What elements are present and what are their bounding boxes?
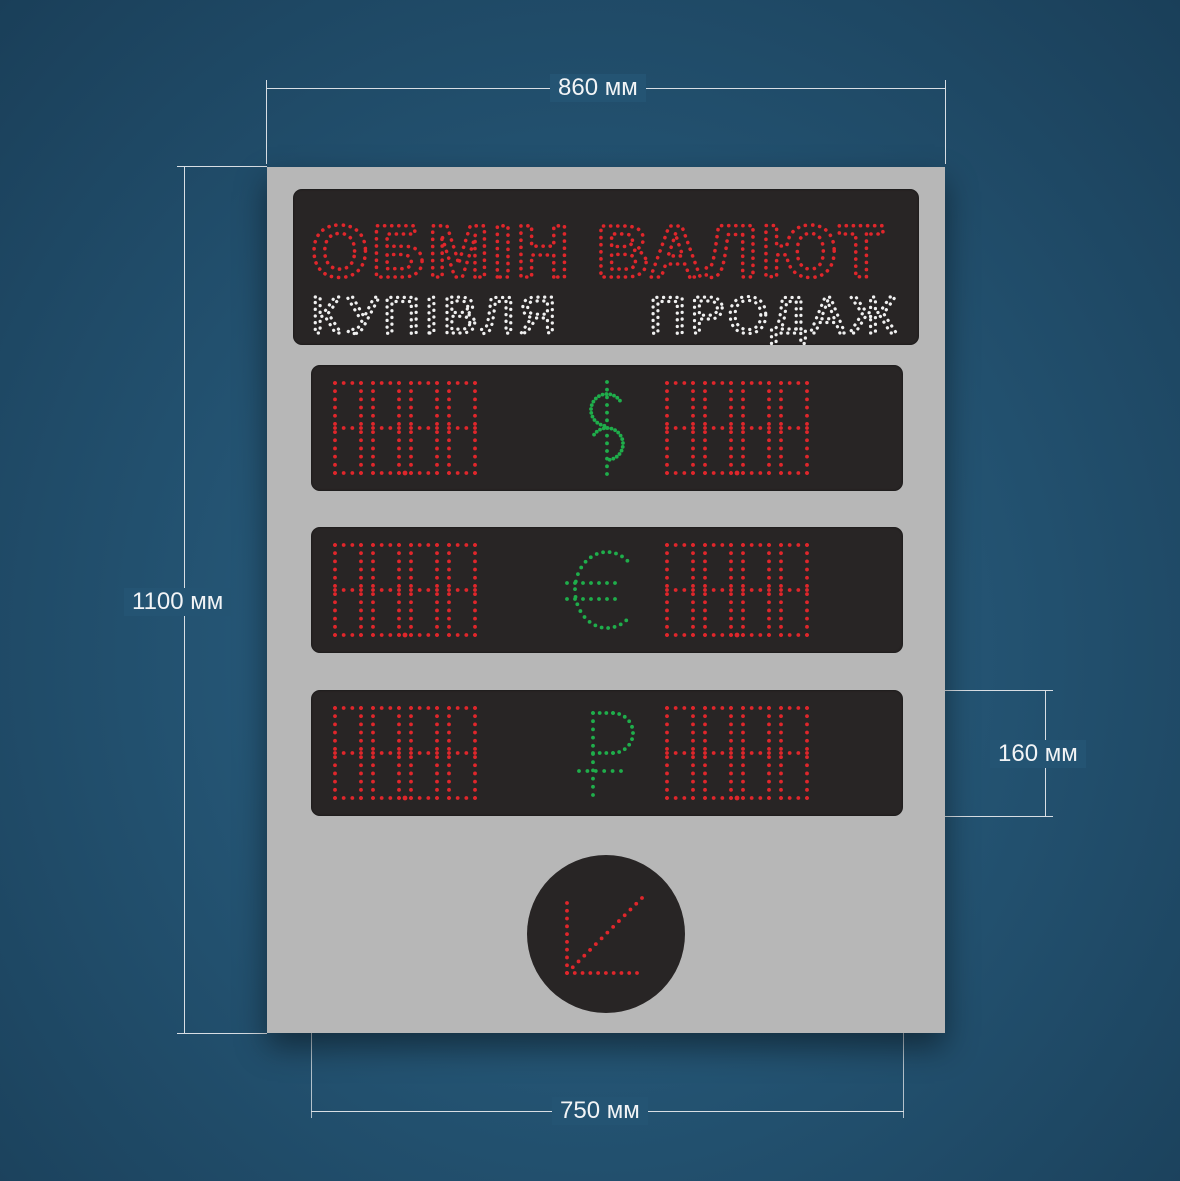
rub-rate-display [333, 706, 809, 801]
euro-icon [565, 550, 630, 630]
led-digit [779, 543, 809, 637]
height-dimension-tick-bottom [177, 1033, 267, 1034]
width-dimension-tick-left [266, 80, 267, 164]
led-digit [409, 381, 439, 475]
led-digit [665, 543, 695, 637]
panel-height-tick-bottom [903, 816, 1053, 817]
led-digit [703, 381, 733, 475]
led-digit [333, 706, 363, 800]
led-digit [741, 543, 771, 637]
led-digit [409, 706, 439, 800]
page-title: ОБМІН ВАЛЮТ [311, 210, 887, 293]
buy-label-led: КУПІВЛЯ [309, 285, 561, 346]
width-dimension-tick-right [945, 80, 946, 164]
panel-height-tick-top [903, 690, 1053, 691]
led-digit [447, 381, 477, 475]
led-digit [741, 706, 771, 800]
led-digit [703, 543, 733, 637]
panel-height-dimension-label: 160 мм [990, 740, 1086, 768]
height-dimension-tick-top [177, 166, 267, 167]
width-dimension-label: 860 мм [550, 74, 646, 102]
led-digit [779, 706, 809, 800]
led-digit [371, 706, 401, 800]
buy-label: КУПІВЛЯ [311, 287, 561, 345]
rate-row-eur [311, 527, 903, 653]
eur-rate-display [333, 543, 809, 638]
led-digit [703, 706, 733, 800]
led-digit [779, 381, 809, 475]
rate-row-usd [311, 365, 903, 491]
led-digit [371, 543, 401, 637]
panel-width-dimension-label: 750 мм [552, 1097, 648, 1125]
ruble-icon [577, 711, 635, 797]
rate-row-rub [311, 690, 903, 816]
exchange-sign-board: ОБМІН ВАЛЮТ КУПІВЛЯ ПРОДАЖ [267, 167, 945, 1033]
led-digit [665, 381, 695, 475]
led-digit [409, 543, 439, 637]
header-panel: ОБМІН ВАЛЮТ КУПІВЛЯ ПРОДАЖ [293, 189, 919, 347]
sell-label: ПРОДАЖ [649, 287, 901, 345]
led-digit [741, 381, 771, 475]
led-digit [333, 543, 363, 637]
sell-label-led: ПРОДАЖ [647, 285, 901, 346]
height-dimension-label: 1100 мм [124, 588, 232, 616]
arrow-circle [527, 855, 685, 1013]
usd-rate-display [333, 380, 809, 476]
led-digit [447, 706, 477, 800]
led-digit [371, 381, 401, 475]
led-digit [447, 543, 477, 637]
title-led-text: ОБМІН ВАЛЮТ [309, 208, 887, 295]
dollar-icon [589, 380, 625, 476]
arrow-down-left-icon [565, 896, 644, 975]
led-digit [665, 706, 695, 800]
led-digit [333, 381, 363, 475]
